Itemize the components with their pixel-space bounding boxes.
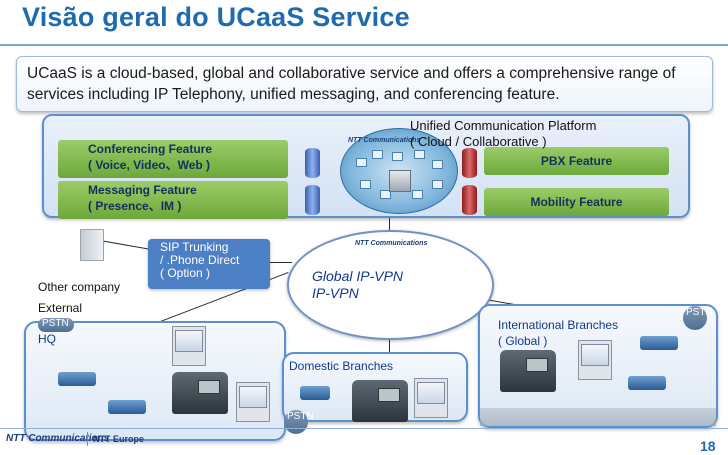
router-icon (300, 386, 330, 400)
network-link (99, 240, 150, 250)
footer-separator (87, 432, 88, 446)
server-cylinder-icon (462, 148, 477, 178)
app-tile-icon (432, 160, 443, 169)
app-tile-icon (356, 158, 367, 167)
app-tile-icon (392, 152, 403, 161)
intro-line-1: UCaaS is a cloud-based, global and colla… (27, 65, 676, 82)
footer-ntt-europe: NTT Europe (93, 434, 144, 444)
platform-label-line-1: Unified Communication Platform (410, 118, 597, 133)
screen-icon (175, 330, 203, 352)
router-icon (640, 336, 678, 350)
hq-label: HQ (38, 332, 56, 346)
screen-icon (581, 344, 609, 366)
router-icon (108, 400, 146, 414)
ip-phone-icon (500, 350, 556, 392)
server-cylinder-icon (462, 185, 477, 215)
pstn-badge-right: PSTN (683, 306, 713, 330)
pbx-feature-box: PBX Feature (484, 147, 669, 175)
sip-line-1: SIP Trunking (160, 240, 229, 254)
phone-screen-icon (198, 380, 220, 394)
international-label: International Branches ( Global ) (498, 317, 618, 349)
app-tile-icon (432, 180, 443, 189)
conferencing-feature-box: Conferencing Feature ( Voice, Video、Web … (58, 140, 288, 178)
skyline-icon (480, 408, 716, 426)
screen-icon (239, 386, 267, 408)
footer-rule (0, 428, 728, 429)
intro-box: UCaaS is a cloud-based, global and colla… (16, 56, 713, 112)
ntt-logo-icon: NTT Communications (348, 137, 421, 144)
computer-icon (578, 340, 612, 380)
ip-phone-icon (352, 380, 408, 422)
computer-icon (236, 382, 270, 422)
messaging-feature-sub: ( Presence、IM ) (88, 199, 182, 213)
computer-icon (172, 326, 206, 366)
app-tile-icon (414, 150, 425, 159)
app-tile-icon (380, 190, 391, 199)
domestic-label: Domestic Branches (289, 359, 394, 373)
server-cylinder-icon (305, 185, 320, 215)
ip-phone-icon (172, 372, 228, 414)
international-label-line-1: International Branches (498, 318, 619, 332)
sip-trunking-box: SIP Trunking / .Phone Direct ( Option ) (148, 239, 270, 289)
platform-label: Unified Communication Platform ( Cloud /… (410, 118, 596, 150)
ip-vpn-line-2: IP-VPN (312, 285, 359, 301)
conferencing-feature-sub: ( Voice, Video、Web ) (88, 158, 211, 172)
server-cylinder-icon (305, 148, 320, 178)
page-number: 18 (700, 438, 716, 454)
computer-icon (414, 378, 448, 418)
screen-icon (417, 382, 445, 404)
ntt-logo-icon: NTT Communications (355, 240, 428, 247)
server-rack-icon (389, 170, 411, 192)
mobility-feature-box: Mobility Feature (484, 188, 669, 216)
ip-vpn-line-1: Global IP-VPN (312, 268, 404, 284)
pstn-badge-left: PSTN (38, 318, 74, 332)
footer-ntt-logo: NTT Communications (6, 433, 110, 444)
sip-line-2: / .Phone Direct (160, 253, 240, 267)
phone-screen-icon (526, 358, 548, 372)
app-tile-icon (412, 190, 423, 199)
building-icon (80, 229, 104, 261)
slide-title: Visão geral do UCaaS Service (22, 2, 410, 32)
external-label: External (38, 301, 83, 315)
other-company-label: Other company (38, 280, 121, 294)
intro-line-2: services including IP Telephony, unified… (27, 86, 560, 103)
ip-vpn-cloud (287, 230, 494, 340)
pstn-badge-mid: PSTN (284, 410, 314, 434)
sip-line-3: ( Option ) (160, 266, 211, 280)
ip-vpn-label: Global IP-VPN IP-VPN (312, 268, 403, 302)
app-tile-icon (372, 150, 383, 159)
international-label-line-2: ( Global ) (498, 334, 548, 348)
title-rule (0, 44, 728, 46)
messaging-feature-box: Messaging Feature ( Presence、IM ) (58, 181, 288, 219)
phone-screen-icon (378, 388, 400, 402)
platform-label-line-2: ( Cloud / Collaborative ) (410, 134, 547, 149)
app-tile-icon (360, 180, 371, 189)
router-icon (628, 376, 666, 390)
network-link (270, 262, 292, 263)
messaging-feature-title: Messaging Feature (88, 183, 197, 197)
conferencing-feature-title: Conferencing Feature (88, 142, 213, 156)
router-icon (58, 372, 96, 386)
